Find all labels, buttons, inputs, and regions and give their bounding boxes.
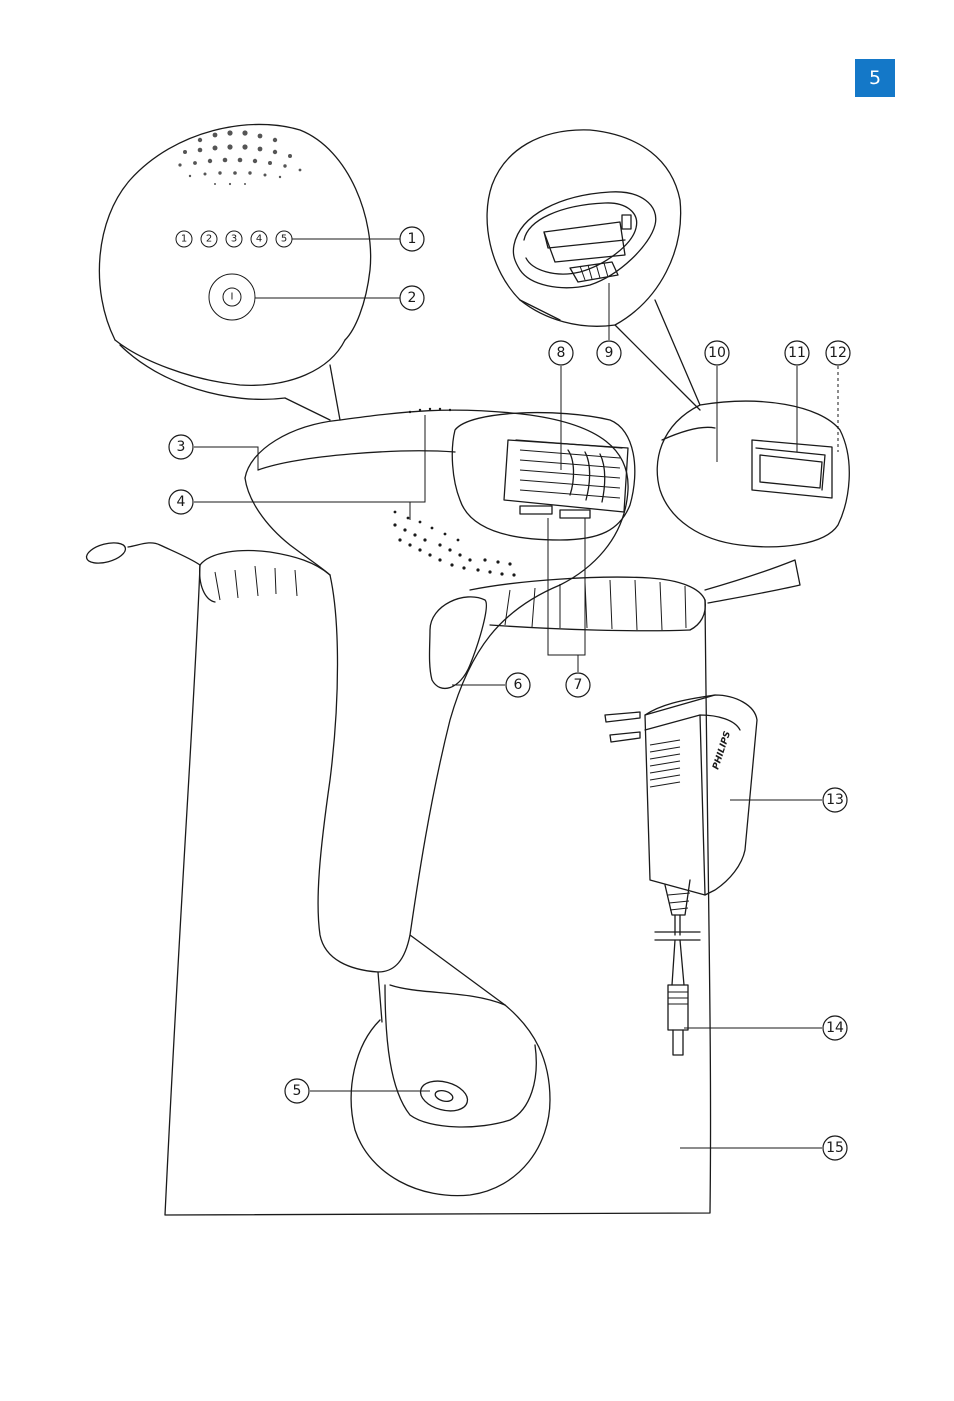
- intensity-level-5: 5: [281, 234, 287, 245]
- svg-text:14: 14: [826, 1020, 844, 1036]
- svg-text:10: 10: [708, 345, 726, 361]
- callout-13: 13: [823, 788, 847, 812]
- intensity-lights: 1 2 3 4 5: [176, 231, 292, 247]
- power-symbol: I: [231, 292, 234, 303]
- callout-10: 10: [705, 341, 729, 365]
- svg-text:2: 2: [408, 290, 417, 306]
- svg-text:5: 5: [293, 1083, 302, 1099]
- svg-text:6: 6: [514, 677, 523, 693]
- svg-text:12: 12: [829, 345, 847, 361]
- intensity-level-1: 1: [181, 234, 187, 245]
- intensity-level-2: 2: [206, 234, 212, 245]
- svg-text:15: 15: [826, 1140, 844, 1156]
- callout-4: 4: [169, 490, 193, 514]
- storage-pouch: [84, 539, 800, 1215]
- callout-15: 15: [823, 1136, 847, 1160]
- callout-11: 11: [785, 341, 809, 365]
- svg-text:9: 9: [605, 345, 614, 361]
- callout-3: 3: [169, 435, 193, 459]
- power-adapter: PHILIPS: [605, 695, 757, 1055]
- attachment-detail: [487, 130, 700, 410]
- base-detail: [351, 935, 550, 1196]
- callout-14: 14: [823, 1016, 847, 1040]
- svg-text:11: 11: [788, 345, 806, 361]
- callout-12: 12: [826, 341, 850, 365]
- callout-8: 8: [549, 341, 573, 365]
- svg-text:7: 7: [574, 677, 583, 693]
- vent-dots-detail: [178, 130, 301, 185]
- callout-5: 5: [285, 1079, 309, 1103]
- callout-6: 6: [506, 673, 530, 697]
- intensity-level-3: 3: [231, 234, 237, 245]
- svg-text:13: 13: [826, 792, 844, 808]
- callout-2: 2: [400, 286, 424, 310]
- lamp-unit-detail: [657, 401, 849, 547]
- svg-text:3: 3: [177, 439, 186, 455]
- callout-1: 1: [400, 227, 424, 251]
- control-panel-detail: 1 2 3 4 5 I: [99, 124, 370, 420]
- callout-9: 9: [597, 341, 621, 365]
- svg-text:8: 8: [557, 345, 566, 361]
- svg-text:1: 1: [408, 231, 417, 247]
- intensity-level-4: 4: [256, 234, 262, 245]
- brand-logo-text: PHILIPS: [711, 730, 733, 771]
- svg-text:4: 4: [177, 494, 186, 510]
- callout-7: 7: [566, 673, 590, 697]
